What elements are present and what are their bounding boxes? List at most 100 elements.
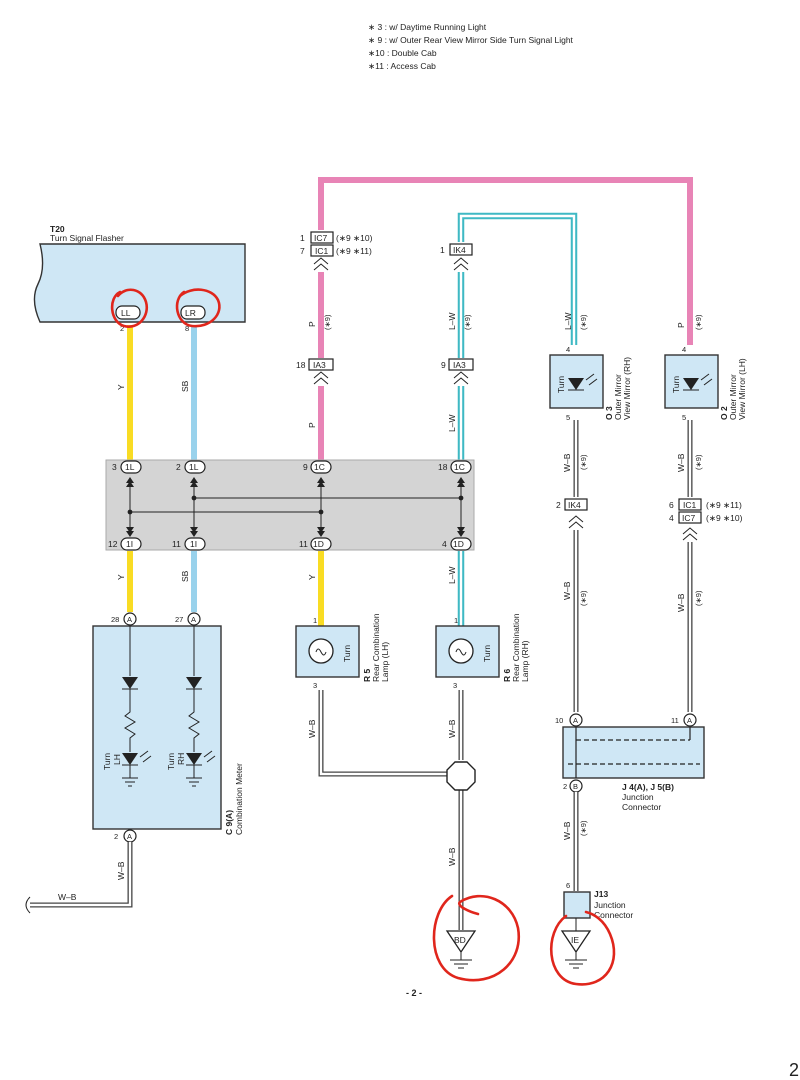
svg-text:A: A: [573, 716, 578, 725]
svg-text:2: 2: [176, 462, 181, 472]
combination-meter: 28 A 27 A Turn LH Turn RH C 9(A) Combina…: [92, 612, 244, 843]
flasher-name: Turn Signal Flasher: [50, 233, 124, 243]
svg-text:Outer Mirror: Outer Mirror: [613, 374, 623, 420]
svg-text:IC1: IC1: [315, 246, 329, 256]
svg-text:Turn: Turn: [342, 645, 352, 662]
wire-p-top: [318, 177, 693, 345]
wire-wb-meter: [30, 842, 133, 908]
outer-mirror-lh: 4 Turn 5 O 2 Outer Mirror View Mirror (L…: [664, 345, 747, 422]
svg-text:(∗9): (∗9): [323, 314, 332, 330]
meter-rh-turn: Turn: [166, 753, 176, 770]
meter-rh-side: RH: [176, 753, 186, 765]
svg-text:W–B: W–B: [562, 453, 572, 472]
svg-text:8: 8: [185, 324, 189, 333]
corner-mark: 2: [789, 1060, 799, 1080]
svg-text:IC7: IC7: [314, 233, 328, 243]
svg-text:W–B: W–B: [307, 719, 317, 738]
junction-block: 3 1L 2 1L 9 1C 18 1C 12 1I 11: [105, 459, 475, 551]
svg-text:O 2: O 2: [719, 406, 729, 420]
svg-text:Rear Combination: Rear Combination: [371, 613, 381, 682]
flasher-code: T20: [50, 224, 65, 234]
splice-point: [446, 761, 476, 791]
meter-name: Combination Meter: [234, 763, 244, 835]
ground-ie: IE: [560, 930, 592, 969]
svg-text:(∗9): (∗9): [694, 314, 703, 330]
svg-text:11: 11: [671, 716, 679, 725]
note-10: ∗10 : Double Cab: [368, 48, 437, 58]
svg-text:L–W: L–W: [447, 415, 457, 432]
svg-text:1I: 1I: [190, 539, 197, 549]
svg-text:Turn: Turn: [556, 376, 566, 393]
svg-text:(∗9): (∗9): [694, 454, 703, 470]
svg-text:R 5: R 5: [362, 669, 372, 683]
svg-text:J13: J13: [594, 889, 608, 899]
svg-text:4: 4: [442, 539, 447, 549]
connector-ic1-ic7-mid: 6 IC1 (∗9 ∗11) 4 IC7 (∗9 ∗10): [669, 498, 743, 541]
svg-text:(∗9): (∗9): [579, 590, 588, 606]
svg-text:1: 1: [440, 245, 445, 255]
svg-text:L–W: L–W: [447, 313, 457, 330]
rear-lamp-lh: 1 Turn 3 R 5 Rear Combination Lamp (LH): [295, 613, 390, 690]
page-number: - 2 -: [406, 988, 422, 998]
note-3: ∗ 3 : w/ Daytime Running Light: [368, 22, 487, 32]
svg-text:27: 27: [175, 615, 183, 624]
svg-text:11: 11: [172, 539, 181, 549]
svg-text:P: P: [307, 321, 317, 327]
svg-text:Turn: Turn: [671, 376, 681, 393]
svg-text:(∗9 ∗11): (∗9 ∗11): [706, 500, 742, 510]
notes-legend: ∗ 3 : w/ Daytime Running Light ∗ 9 : w/ …: [368, 22, 574, 71]
svg-text:IA3: IA3: [453, 360, 466, 370]
svg-text:1L: 1L: [189, 462, 199, 472]
pin-ll: [115, 305, 141, 320]
svg-text:B: B: [573, 782, 578, 791]
junction-connector-j4-j5: 10 A 11 A 2 B J 4(A), J 5(B) Junction Co…: [555, 713, 705, 812]
svg-text:LR: LR: [185, 308, 196, 318]
svg-text:18: 18: [438, 462, 448, 472]
svg-text:(∗9): (∗9): [694, 590, 703, 606]
svg-text:IK4: IK4: [568, 500, 581, 510]
svg-text:O 3: O 3: [604, 406, 614, 420]
svg-text:Rear Combination: Rear Combination: [511, 613, 521, 682]
svg-text:A: A: [191, 615, 196, 624]
svg-text:A: A: [127, 832, 132, 841]
svg-text:LL: LL: [121, 308, 131, 318]
svg-text:6: 6: [566, 881, 570, 890]
svg-text:4: 4: [682, 345, 686, 354]
svg-text:Lamp (LH): Lamp (LH): [380, 642, 390, 682]
svg-text:W–B: W–B: [562, 821, 572, 840]
svg-text:Y: Y: [307, 574, 317, 580]
outer-mirror-rh: 4 Turn 5 O 3 Outer Mirror View Mirror (R…: [549, 345, 632, 422]
junction-connector-j13: 6 J13 Junction Connector: [563, 881, 633, 931]
svg-text:SB: SB: [180, 380, 190, 392]
svg-text:2: 2: [114, 832, 118, 841]
svg-text:1C: 1C: [314, 462, 325, 472]
svg-text:1: 1: [300, 233, 305, 243]
svg-text:IA3: IA3: [313, 360, 326, 370]
wire-wb-lamps: [318, 690, 447, 777]
svg-text:R 6: R 6: [502, 669, 512, 683]
svg-text:L–W: L–W: [447, 567, 457, 584]
connector-ia3-left: 18 IA3: [296, 358, 334, 385]
svg-text:IC7: IC7: [682, 513, 696, 523]
svg-text:W–B: W–B: [676, 453, 686, 472]
svg-text:View Mirror (LH): View Mirror (LH): [737, 358, 747, 420]
svg-text:IC1: IC1: [683, 500, 697, 510]
svg-text:(∗9): (∗9): [579, 314, 588, 330]
svg-text:3: 3: [112, 462, 117, 472]
svg-text:L–W: L–W: [563, 313, 573, 330]
ground-bd: BD: [445, 930, 477, 969]
meter-code: C 9(A): [224, 810, 234, 835]
svg-text:(∗9): (∗9): [579, 454, 588, 470]
svg-text:(∗9 ∗11): (∗9 ∗11): [336, 246, 372, 256]
svg-text:BD: BD: [454, 935, 466, 945]
svg-text:P: P: [307, 422, 317, 428]
svg-text:9: 9: [303, 462, 308, 472]
svg-text:28: 28: [111, 615, 119, 624]
svg-text:1: 1: [454, 616, 458, 625]
connector-ik4-mid: 2 IK4: [556, 498, 588, 529]
svg-text:9: 9: [441, 360, 446, 370]
svg-text:Y: Y: [116, 384, 126, 390]
note-11: ∗11 : Access Cab: [368, 61, 436, 71]
svg-text:1D: 1D: [313, 539, 324, 549]
svg-text:W–B: W–B: [676, 593, 686, 612]
